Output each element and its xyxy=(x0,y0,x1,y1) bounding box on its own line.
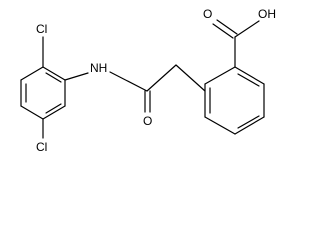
bond-ch2-ring xyxy=(175,64,206,92)
benzoic-ring xyxy=(204,66,265,135)
bond xyxy=(42,105,66,120)
bond-cooh-o-double-a xyxy=(212,23,234,39)
bond-carbonyl-ch2 xyxy=(146,64,177,92)
double-bond-inner xyxy=(45,103,62,114)
bond xyxy=(234,116,265,135)
bond-cooh-o-double-b xyxy=(216,19,238,35)
bond xyxy=(234,66,265,85)
bond-n-carbonyl xyxy=(109,71,148,92)
double-bond-inner xyxy=(237,73,260,87)
bond xyxy=(42,66,66,81)
bond xyxy=(20,66,44,81)
hydroxyl-label: OH xyxy=(258,7,276,21)
bond-cooh-oh xyxy=(234,20,260,38)
acid-oxygen-label: O xyxy=(203,7,212,21)
nh-label: NH xyxy=(90,61,107,75)
bond xyxy=(204,116,236,135)
chlorine-top-label: Cl xyxy=(36,22,47,36)
double-bond-inner xyxy=(237,115,260,129)
chlorine-bottom-label: Cl xyxy=(36,140,47,154)
bond-ring-n xyxy=(64,72,89,81)
bond xyxy=(20,105,44,120)
double-bond-inner xyxy=(45,72,62,83)
chemical-structure: Cl Cl NH O O OH xyxy=(20,7,276,154)
dichlorophenyl-ring xyxy=(20,66,66,120)
bond xyxy=(204,66,236,85)
carbonyl-oxygen-label: O xyxy=(143,114,152,128)
